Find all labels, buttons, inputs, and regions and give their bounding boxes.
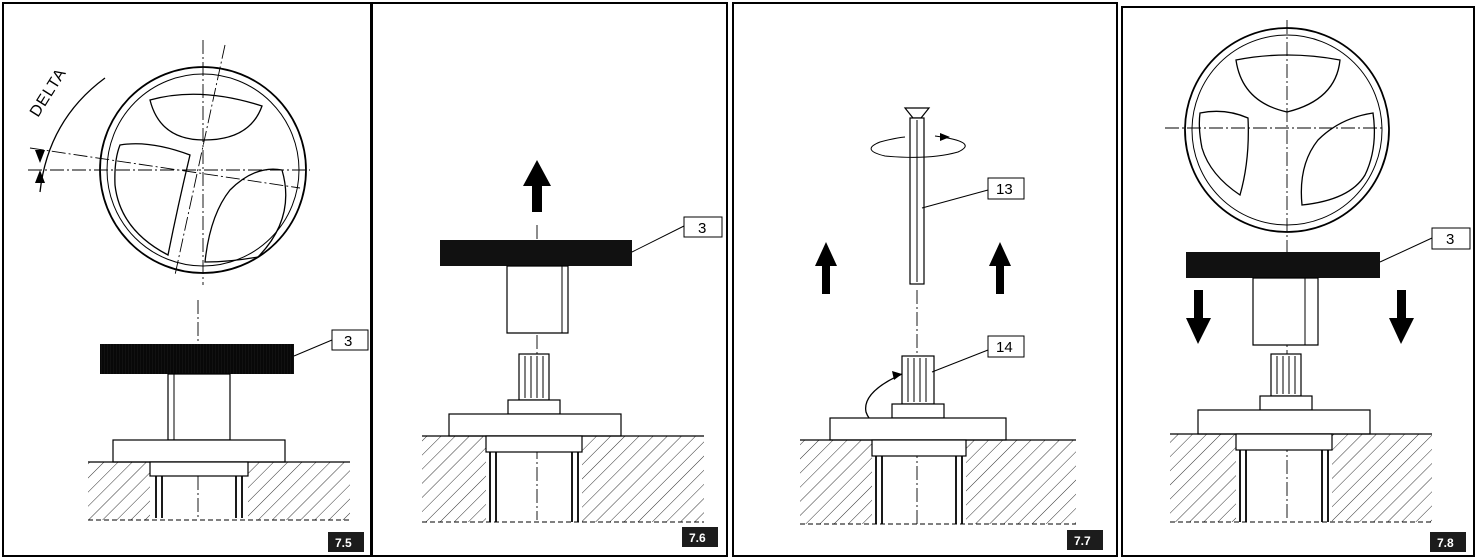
knob-top-view <box>28 40 310 285</box>
down-arrow-right <box>1389 290 1414 344</box>
knob-top-view <box>1165 20 1390 240</box>
base <box>800 417 1076 525</box>
pin-13 <box>870 107 966 285</box>
panel-frame <box>1121 6 1475 557</box>
up-arrow <box>523 160 551 212</box>
shaft-14 <box>865 355 945 441</box>
knob-descending <box>1186 252 1380 346</box>
figure-badge: 7.6 <box>682 527 718 547</box>
figure-number: 7.7 <box>1074 534 1091 548</box>
up-arrow-right <box>989 242 1011 294</box>
figure-number: 7.8 <box>1437 536 1454 550</box>
figure-badge: 7.5 <box>328 532 364 552</box>
part-number: 3 <box>1446 231 1454 248</box>
figure-number: 7.5 <box>335 536 352 550</box>
part-number: 14 <box>996 339 1013 356</box>
part-tag-14: 14 <box>931 335 1025 373</box>
figure-badge: 7.7 <box>1067 530 1103 550</box>
spline-shaft <box>507 353 561 415</box>
panel-7-7: 13 14 7.7 <box>732 2 1118 557</box>
down-arrow-left <box>1186 290 1211 344</box>
base <box>422 413 704 523</box>
panel-frame <box>732 2 1118 557</box>
part-number: 3 <box>344 333 352 350</box>
base <box>1170 409 1432 523</box>
up-arrow-left <box>815 242 837 294</box>
delta-annotation: DELTA <box>27 65 106 193</box>
part-tag-13: 13 <box>921 177 1025 209</box>
panel-7-5: DELTA 3 <box>2 2 372 557</box>
panel-7-8: 3 7.8 <box>1121 6 1475 557</box>
part-tag-3: 3 <box>631 216 723 253</box>
part-number: 3 <box>698 220 706 237</box>
part-number: 13 <box>996 181 1013 198</box>
figure-number: 7.6 <box>689 531 706 545</box>
spline-shaft <box>1259 353 1313 411</box>
delta-label: DELTA <box>27 65 70 120</box>
knob-lifted <box>440 240 632 334</box>
knob-side-view <box>88 300 350 521</box>
figure-badge: 7.8 <box>1430 532 1466 552</box>
part-tag-3: 3 <box>1379 227 1471 263</box>
panel-frame <box>371 2 728 557</box>
part-tag-3: 3 <box>293 329 369 357</box>
panel-7-6: 3 7.6 <box>371 2 728 557</box>
